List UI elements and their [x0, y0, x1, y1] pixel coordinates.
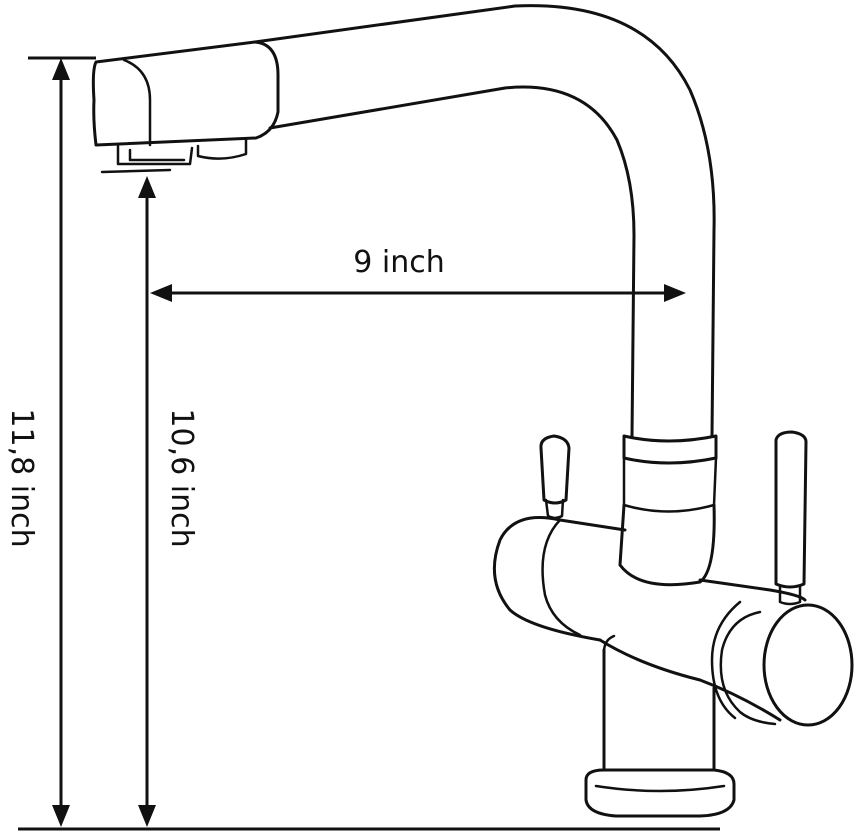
spout-reach-label: 9 inch	[353, 245, 444, 280]
total-height-arrow-top	[52, 58, 70, 80]
swivel-collar	[622, 434, 718, 465]
body-neck	[618, 503, 716, 587]
base-flange	[584, 768, 736, 818]
right-lever	[774, 430, 808, 589]
swivel-collar-lower	[622, 456, 718, 513]
left-barrel-end	[541, 518, 582, 637]
right-barrel-lower	[598, 638, 782, 722]
dimension-lines	[18, 56, 720, 831]
outlet-height-label: 10,6 inch	[164, 408, 199, 547]
right-barrel	[698, 578, 807, 602]
base-flange-top	[594, 784, 726, 793]
total-height-arrow-bottom	[52, 805, 70, 827]
base-column-curve	[602, 634, 616, 654]
spout-arm-outer	[253, 4, 716, 438]
outlet-nozzle-aux	[196, 138, 248, 160]
spout-head-front-edge	[122, 58, 152, 147]
base-column	[602, 648, 716, 772]
right-end-cap	[762, 603, 854, 727]
reach-arrow-right	[664, 284, 686, 302]
left-lever	[539, 434, 571, 505]
outlet-baseline	[100, 168, 172, 174]
left-lever-stem	[544, 498, 565, 520]
outlet-height-arrow-bottom	[138, 805, 156, 827]
right-end-cap-rim-outer	[710, 600, 742, 720]
faucet-drawing	[91, 4, 854, 818]
spout-arm-inner	[268, 85, 636, 438]
reach-arrow-left	[150, 284, 172, 302]
outlet-nozzle-main-inner	[128, 148, 186, 162]
outlet-height-arrow-top	[138, 176, 156, 198]
right-lever-stem	[778, 584, 802, 606]
outlet-nozzle-main	[116, 144, 194, 166]
right-end-cap-rim	[719, 610, 777, 726]
spout-head	[91, 40, 280, 147]
left-barrel	[492, 516, 627, 642]
total-height-label: 11,8 inch	[4, 408, 39, 547]
dimension-labels: 9 inch 10,6 inch 11,8 inch	[4, 245, 445, 548]
